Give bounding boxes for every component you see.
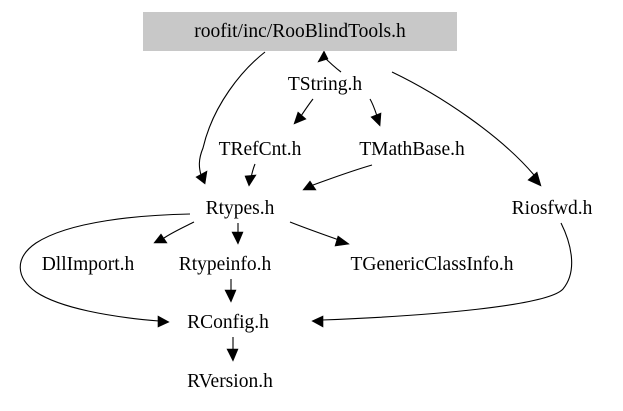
node-rconfig[interactable]: RConfig.h	[170, 308, 286, 338]
edge-root-to-tstring	[317, 50, 342, 73]
node-rtypeinfo[interactable]: Rtypeinfo.h	[161, 250, 289, 280]
node-rversion[interactable]: RVersion.h	[166, 367, 294, 397]
node-tmathbase-label: TMathBase.h	[359, 139, 465, 161]
node-root[interactable]: roofit/inc/RooBlindTools.h	[143, 12, 457, 51]
edge-root-to-rtypes	[195, 51, 266, 185]
node-dllimport[interactable]: DllImport.h	[22, 250, 154, 280]
node-tmathbase[interactable]: TMathBase.h	[336, 135, 488, 165]
node-trefcnt-label: TRefCnt.h	[218, 139, 302, 161]
edge-riosfwd-to-rconfig	[311, 222, 573, 328]
node-rconfig-label: RConfig.h	[187, 312, 269, 334]
node-rversion-label: RVersion.h	[187, 371, 273, 393]
edge-root-to-riosfwd	[391, 71, 542, 187]
node-riosfwd[interactable]: Riosfwd.h	[493, 194, 611, 224]
edge-rtypes-to-dllimport	[153, 221, 195, 244]
edge-tstring-to-trefcnt	[293, 98, 314, 125]
node-tgenericclassinfo-label: TGenericClassInfo.h	[350, 254, 514, 276]
node-rtypeinfo-label: Rtypeinfo.h	[178, 254, 272, 276]
edge-rtypes-to-rtypeinfo	[231, 222, 244, 245]
node-tstring[interactable]: TString.h	[270, 70, 380, 100]
edge-tstring-to-tmathbase	[369, 98, 382, 127]
node-root-label: roofit/inc/RooBlindTools.h	[194, 20, 406, 42]
node-rtypes[interactable]: Rtypes.h	[188, 194, 292, 224]
edge-rtypeinfo-to-rconfig	[224, 279, 237, 303]
edge-tmathbase-to-rtypes	[302, 164, 373, 191]
node-dllimport-label: DllImport.h	[41, 254, 135, 276]
node-riosfwd-label: Riosfwd.h	[511, 198, 593, 220]
node-rtypes-label: Rtypes.h	[205, 198, 275, 220]
node-tstring-label: TString.h	[287, 74, 363, 96]
edge-rtypes-to-tgenericclassinfo	[289, 221, 350, 247]
node-trefcnt[interactable]: TRefCnt.h	[200, 135, 320, 165]
edge-rconfig-to-rversion	[226, 337, 239, 362]
node-tgenericclassinfo[interactable]: TGenericClassInfo.h	[319, 250, 545, 280]
edge-trefcnt-to-rtypes	[244, 163, 257, 187]
edge-rtypes-to-rconfig	[19, 213, 191, 328]
